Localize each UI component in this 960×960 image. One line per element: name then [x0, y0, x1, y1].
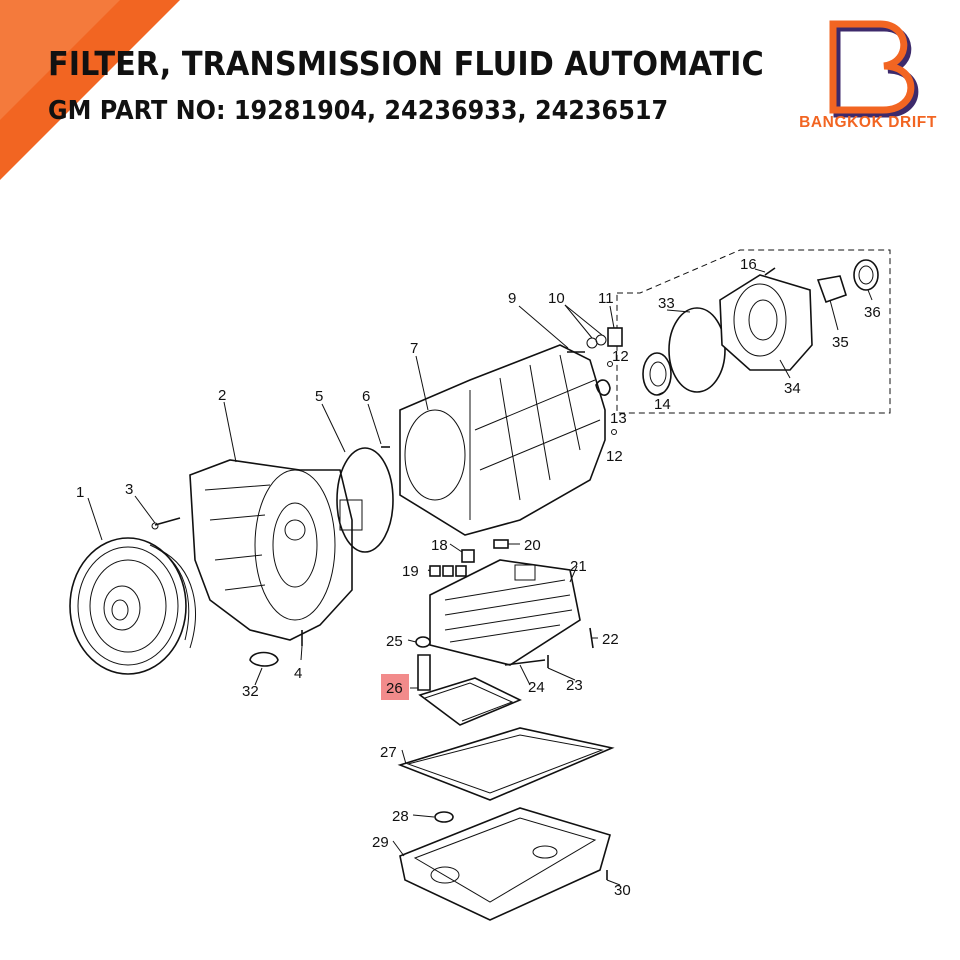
part-numbers: GM PART NO: 19281904, 24236933, 24236517 [48, 96, 669, 126]
transmission-fluid-filter [417, 654, 522, 726]
callout-29: 29 [372, 834, 389, 851]
callout-labels: 1 2 3 4 5 6 7 9 10 11 12 12 13 14 16 33 … [76, 256, 881, 899]
brand-name: BANGKOK DRIFT [799, 114, 937, 131]
callout-20: 20 [524, 537, 541, 554]
callout-12-lower: 12 [606, 448, 623, 465]
callout-14: 14 [654, 396, 671, 413]
callout-30: 30 [614, 882, 631, 899]
callout-26: 26 [386, 680, 403, 697]
callout-7: 7 [410, 340, 418, 357]
callout-26-highlight [381, 674, 409, 700]
callout-6: 6 [362, 388, 370, 405]
callout-25: 25 [386, 633, 403, 650]
bell-housing [189, 459, 363, 641]
callout-12-upper: 12 [612, 348, 629, 365]
callout-18: 18 [431, 537, 448, 554]
rear-seal [853, 259, 879, 291]
callout-19: 19 [402, 563, 419, 580]
callout-leaders [87, 268, 873, 886]
callout-34: 34 [784, 380, 801, 397]
callout-9: 9 [508, 290, 516, 307]
callout-23: 23 [566, 677, 583, 694]
callout-16: 16 [740, 256, 757, 273]
callout-5: 5 [315, 388, 323, 405]
callout-2: 2 [218, 387, 226, 404]
extension-housing-group [616, 249, 891, 414]
callout-4: 4 [294, 665, 302, 682]
callout-36: 36 [864, 304, 881, 321]
corner-accent-shape [0, 0, 180, 180]
callout-13: 13 [610, 410, 627, 427]
oil-pan [399, 807, 611, 921]
callout-28: 28 [392, 808, 409, 825]
output-seal [642, 352, 672, 396]
torque-converter [69, 537, 196, 675]
callout-35: 35 [832, 334, 849, 351]
callout-22: 22 [602, 631, 619, 648]
callout-24: 24 [528, 679, 545, 696]
callout-1: 1 [76, 484, 84, 501]
callout-33: 33 [658, 295, 675, 312]
callout-11: 11 [598, 290, 614, 307]
o-ring [668, 307, 726, 393]
page-title: FILTER, TRANSMISSION FLUID AUTOMATIC [48, 44, 764, 83]
valve-body [429, 559, 581, 666]
oil-pan-gasket [397, 727, 615, 801]
callout-10: 10 [548, 290, 565, 307]
pump-seal-ring [336, 447, 394, 553]
callout-21: 21 [570, 558, 587, 575]
callout-32: 32 [242, 683, 259, 700]
extension-housing [719, 274, 813, 371]
bangkok-drift-logo-icon [829, 20, 919, 118]
callout-3: 3 [125, 481, 133, 498]
callout-27: 27 [380, 744, 397, 761]
transmission-case [399, 344, 606, 536]
